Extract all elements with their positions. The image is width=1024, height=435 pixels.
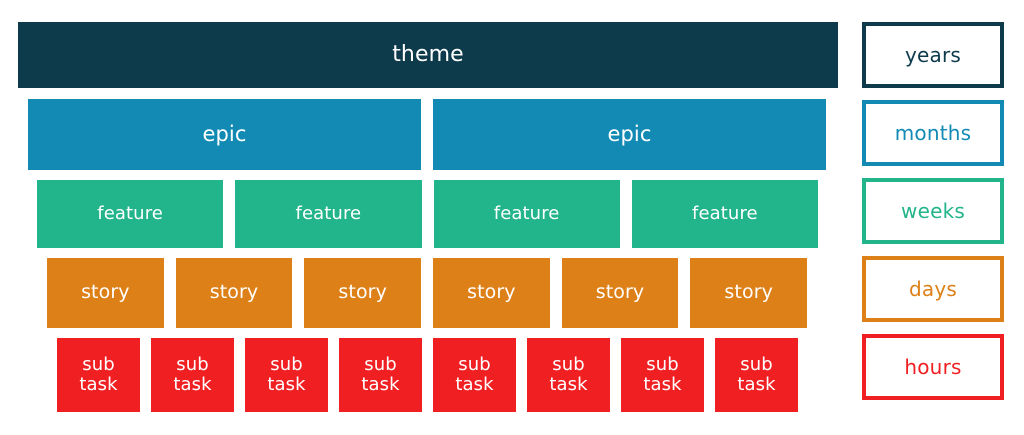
subtask-label-line1: sub [364, 353, 397, 375]
subtask-label-line1: sub [82, 353, 115, 375]
legend-item-days[interactable]: days [862, 256, 1004, 322]
subtask-label-line2: task [173, 374, 212, 395]
hierarchy-row-theme: theme [18, 22, 838, 88]
hierarchy-row-subtask: sub task sub task sub task sub tas [57, 338, 798, 412]
hierarchy-cell-story-1[interactable]: story [47, 258, 164, 328]
hierarchy-cell-epic-2[interactable]: epic [433, 99, 826, 170]
subtask-label-line1: sub [270, 353, 303, 375]
legend-item-hours[interactable]: hours [862, 334, 1004, 400]
subtask-label-line1: sub [458, 353, 491, 375]
subtask-label-line2: task [267, 374, 306, 395]
agile-hierarchy-pyramid: theme epic epic feature feature feature … [18, 22, 838, 412]
timescale-legend: years months weeks days hours [862, 22, 1004, 400]
hierarchy-cell-story-6[interactable]: story [690, 258, 808, 328]
hierarchy-cell-subtask-2[interactable]: sub task [151, 338, 234, 412]
hierarchy-cell-story-2[interactable]: story [175, 258, 293, 328]
hierarchy-cell-story-5[interactable]: story [561, 258, 679, 328]
hierarchy-cell-subtask-7[interactable]: sub task [621, 338, 704, 412]
hierarchy-cell-feature-4[interactable]: feature [631, 180, 818, 248]
subtask-label-line1: sub [740, 353, 773, 375]
hierarchy-cell-subtask-1[interactable]: sub task [57, 338, 140, 412]
hierarchy-cell-story-4[interactable]: story [433, 258, 550, 328]
hierarchy-cell-theme[interactable]: theme [18, 22, 838, 88]
hierarchy-cell-subtask-3[interactable]: sub task [245, 338, 328, 412]
hierarchy-row-feature: feature feature feature feature [37, 180, 818, 248]
hierarchy-cell-feature-1[interactable]: feature [37, 180, 224, 248]
subtask-label-line1: sub [646, 353, 679, 375]
hierarchy-cell-subtask-6[interactable]: sub task [527, 338, 610, 412]
hierarchy-cell-subtask-8[interactable]: sub task [715, 338, 798, 412]
legend-item-years[interactable]: years [862, 22, 1004, 88]
hierarchy-cell-subtask-5[interactable]: sub task [433, 338, 516, 412]
subtask-label-line2: task [361, 374, 400, 395]
hierarchy-cell-story-3[interactable]: story [304, 258, 422, 328]
subtask-label-line2: task [79, 374, 118, 395]
hierarchy-row-story: story story story story story story [47, 258, 808, 328]
subtask-label-line2: task [643, 374, 682, 395]
subtask-label-line1: sub [176, 353, 209, 375]
legend-item-months[interactable]: months [862, 100, 1004, 166]
hierarchy-cell-subtask-4[interactable]: sub task [339, 338, 422, 412]
subtask-label-line1: sub [552, 353, 585, 375]
hierarchy-cell-feature-2[interactable]: feature [235, 180, 422, 248]
hierarchy-cell-feature-3[interactable]: feature [433, 180, 620, 248]
subtask-label-line2: task [455, 374, 494, 395]
hierarchy-row-epic: epic epic [28, 99, 826, 170]
subtask-label-line2: task [549, 374, 588, 395]
hierarchy-cell-epic-1[interactable]: epic [28, 99, 421, 170]
subtask-label-line2: task [737, 374, 776, 395]
legend-item-weeks[interactable]: weeks [862, 178, 1004, 244]
